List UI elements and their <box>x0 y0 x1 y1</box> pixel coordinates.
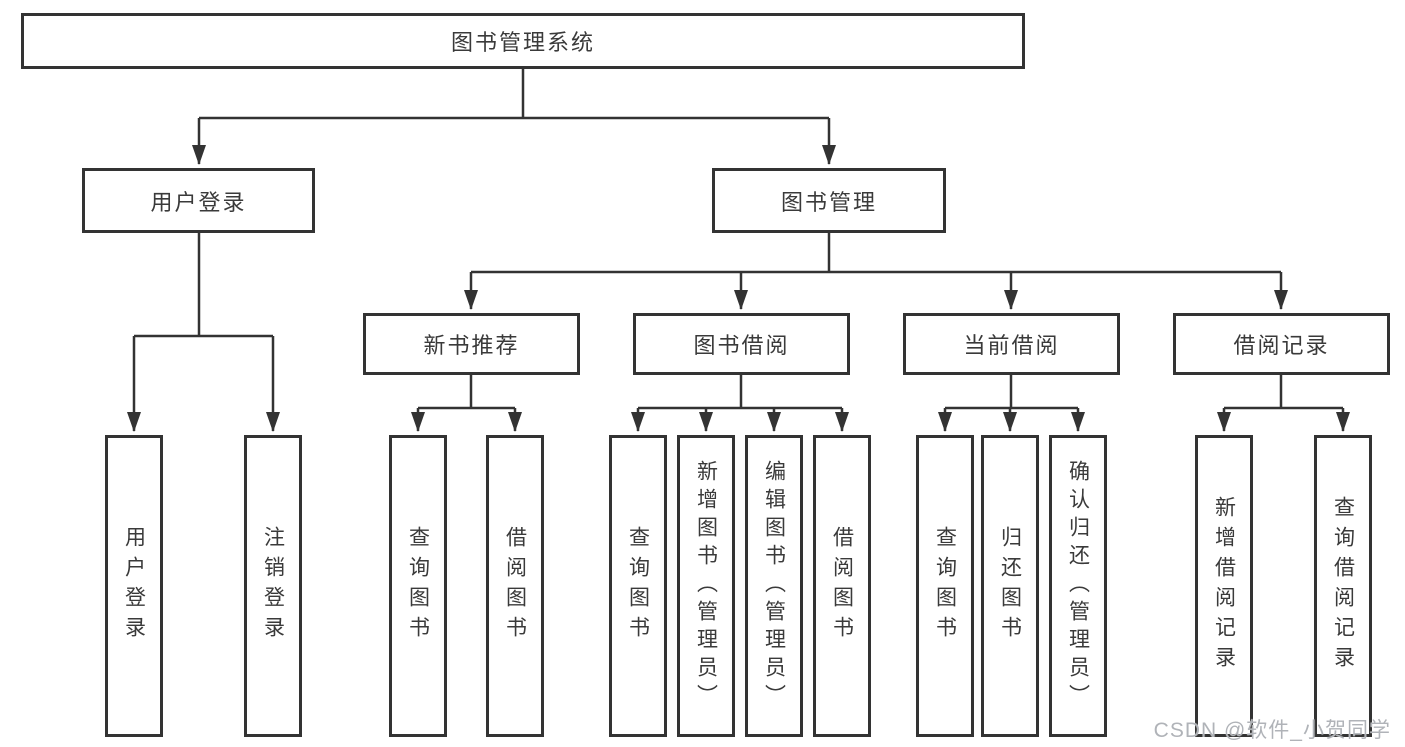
node-leaf-query-borrow-record: 查询借阅记录 <box>1314 435 1372 737</box>
node-book-borrow-label: 图书借阅 <box>693 333 790 358</box>
node-leaf-logout-label: 注销登录 <box>261 526 285 646</box>
node-root: 图书管理系统 <box>21 13 1025 69</box>
connector-user-login-trunk <box>134 233 273 338</box>
connector-root-trunk <box>199 69 829 120</box>
connector-book-mgmt-trunk <box>471 233 1281 274</box>
node-current-borrow: 当前借阅 <box>903 313 1120 375</box>
node-leaf-user-login-label: 用户登录 <box>122 526 146 646</box>
node-leaf-return-book: 归还图书 <box>981 435 1039 737</box>
node-book-borrow: 图书借阅 <box>633 313 850 375</box>
node-root-label: 图书管理系统 <box>450 30 595 55</box>
node-leaf-query-books-3-label: 查询图书 <box>933 526 957 646</box>
node-leaf-add-borrow-record: 新增借阅记录 <box>1195 435 1253 737</box>
node-leaf-query-books-2-label: 查询图书 <box>626 526 650 646</box>
node-user-login-branch: 用户登录 <box>82 168 315 233</box>
connector-borrow-records-trunk <box>1224 375 1343 410</box>
node-book-management-branch: 图书管理 <box>712 168 946 233</box>
node-borrow-records-label: 借阅记录 <box>1233 333 1330 358</box>
node-leaf-borrow-books-1: 借阅图书 <box>486 435 544 737</box>
node-leaf-edit-book-admin-label: 编辑图书（管理员） <box>762 460 786 712</box>
node-book-management-branch-label: 图书管理 <box>780 189 877 215</box>
node-new-book-recommend-label: 新书推荐 <box>423 333 520 358</box>
node-leaf-query-books-1-label: 查询图书 <box>406 526 430 646</box>
node-leaf-return-book-label: 归还图书 <box>998 526 1022 646</box>
node-leaf-query-books-1: 查询图书 <box>389 435 447 737</box>
node-leaf-edit-book-admin: 编辑图书（管理员） <box>745 435 803 737</box>
node-leaf-borrow-books-1-label: 借阅图书 <box>503 526 527 646</box>
node-leaf-query-books-3: 查询图书 <box>916 435 974 737</box>
node-leaf-confirm-return-admin: 确认归还（管理员） <box>1049 435 1107 737</box>
node-leaf-borrow-books-2-label: 借阅图书 <box>830 526 854 646</box>
connector-current-borrow-trunk <box>945 375 1078 410</box>
node-leaf-logout: 注销登录 <box>244 435 302 737</box>
connector-new-book-trunk <box>418 375 515 410</box>
node-leaf-add-borrow-record-label: 新增借阅记录 <box>1212 496 1236 676</box>
node-leaf-add-book-admin-label: 新增图书（管理员） <box>694 460 718 712</box>
node-leaf-query-books-2: 查询图书 <box>609 435 667 737</box>
watermark: CSDN @软件_小贺同学 <box>1153 719 1391 742</box>
node-leaf-borrow-books-2: 借阅图书 <box>813 435 871 737</box>
node-leaf-user-login: 用户登录 <box>105 435 163 737</box>
node-user-login-branch-label: 用户登录 <box>150 189 247 215</box>
node-borrow-records: 借阅记录 <box>1173 313 1390 375</box>
node-leaf-query-borrow-record-label: 查询借阅记录 <box>1331 496 1355 676</box>
node-leaf-add-book-admin: 新增图书（管理员） <box>677 435 735 737</box>
node-current-borrow-label: 当前借阅 <box>963 333 1060 358</box>
node-leaf-confirm-return-admin-label: 确认归还（管理员） <box>1066 460 1090 712</box>
node-new-book-recommend: 新书推荐 <box>363 313 580 375</box>
connector-book-borrow-trunk <box>638 375 842 410</box>
